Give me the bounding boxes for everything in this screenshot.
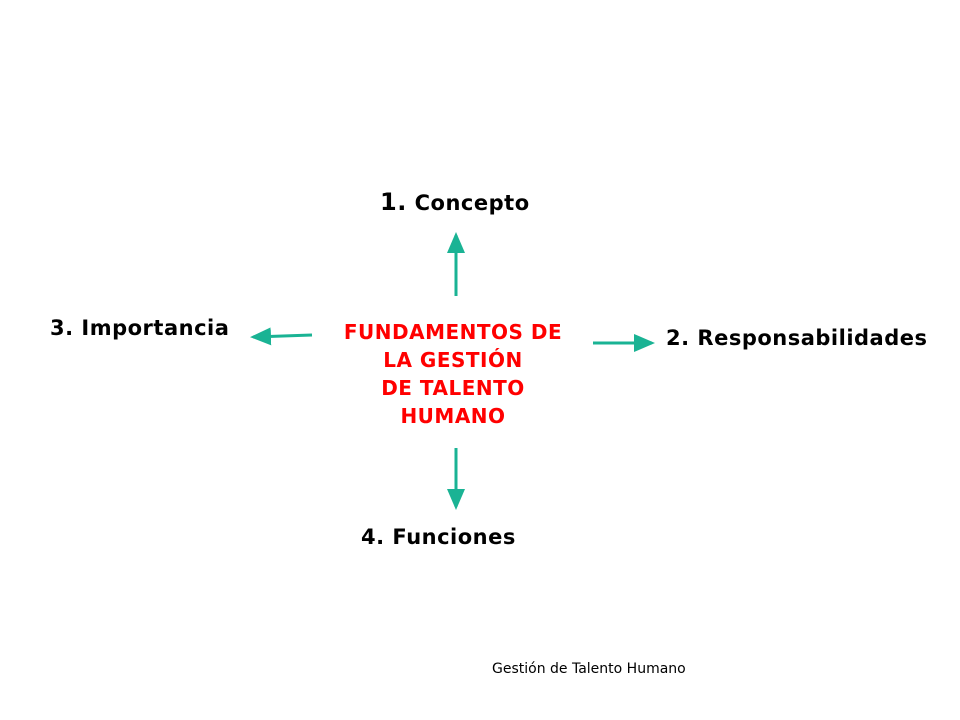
center-title: FUNDAMENTOS DE LA GESTIÓN DE TALENTO HUM…	[318, 318, 588, 430]
center-title-line-4: HUMANO	[400, 404, 506, 428]
node-concepto-number: 1.	[380, 188, 407, 216]
node-concepto: 1. Concepto	[380, 188, 530, 216]
node-importancia: 3. Importancia	[50, 316, 230, 340]
node-funciones: 4. Funciones	[361, 525, 516, 549]
center-title-line-2: LA GESTIÓN	[383, 348, 523, 372]
arrow-left	[250, 327, 313, 346]
footer-caption: Gestión de Talento Humano	[492, 661, 686, 677]
center-title-line-3: DE TALENTO	[381, 376, 525, 400]
center-title-line-1: FUNDAMENTOS DE	[343, 320, 563, 344]
node-concepto-label: Concepto	[414, 191, 530, 215]
node-responsabilidades: 2. Responsabilidades	[666, 326, 928, 350]
